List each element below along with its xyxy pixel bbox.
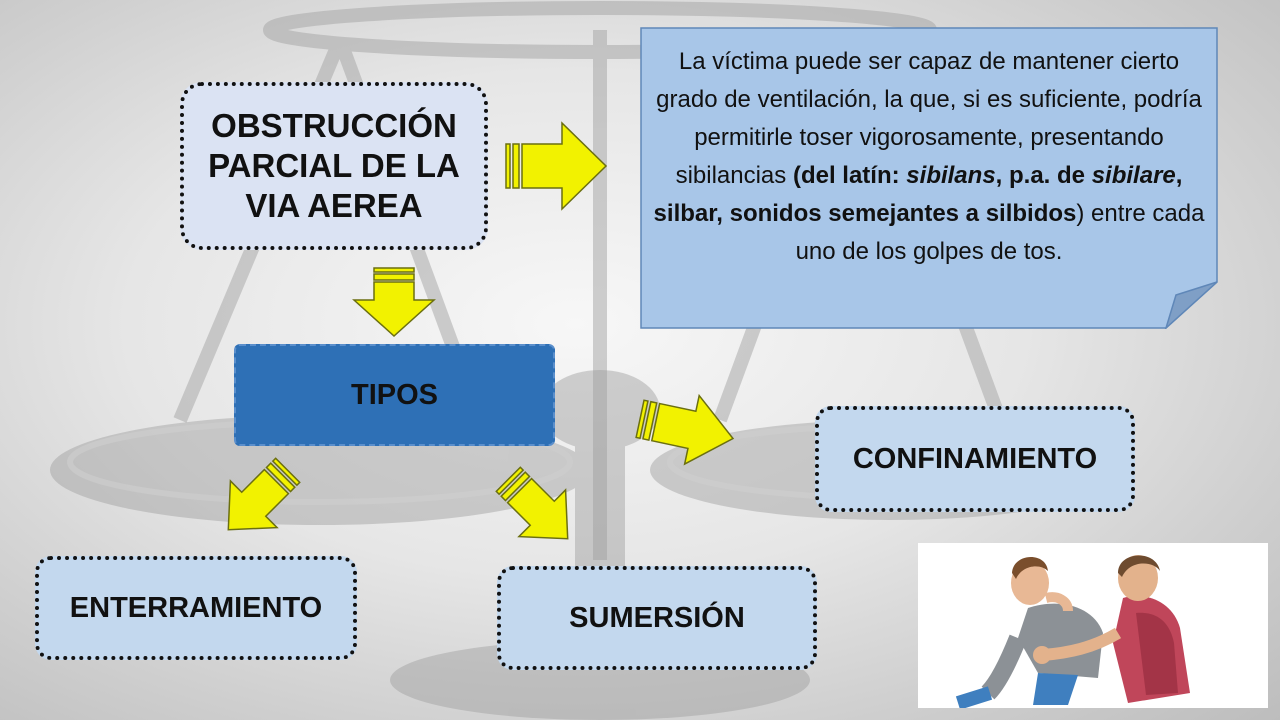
callout-bold-1: (del latín: <box>792 161 907 189</box>
callout-box: La víctima puede ser capaz de mantener c… <box>640 27 1218 329</box>
callout-text-2: ) entre cada uno de los golpes de tos. <box>795 199 1205 265</box>
callout-text-1: La víctima puede ser capaz de mantener c… <box>656 48 1202 189</box>
block-arrow-icon <box>635 393 735 466</box>
callout-bold-italic-2: sibilare <box>1091 161 1176 189</box>
tipos-box: TIPOS <box>234 344 555 446</box>
title-line-1: OBSTRUCCIÓN <box>211 106 457 144</box>
confinamiento-label: CONFINAMIENTO <box>852 442 1098 475</box>
callout-bold-2: , p.a. de <box>995 161 1092 189</box>
sumersion-box: SUMERSIÓN <box>497 566 817 670</box>
sumersion-label: SUMERSIÓN <box>569 601 745 634</box>
callout-text: La víctima puede ser capaz de mantener c… <box>646 43 1212 270</box>
block-arrow-icon <box>495 466 569 540</box>
illustration-drawing <box>955 555 1190 710</box>
block-arrow-icon <box>505 121 608 211</box>
title-box: OBSTRUCCIÓN PARCIAL DE LA VIA AEREA <box>180 82 488 250</box>
callout-bold-3: , silbar, sonidos semejantes a silbidos <box>653 161 1183 227</box>
callout-bold-italic-1: sibilans <box>906 161 996 189</box>
block-arrow-icon <box>227 457 301 531</box>
callout-shape <box>640 27 1218 329</box>
title-line-2: PARCIAL DE LA <box>208 146 460 184</box>
block-arrow-icon <box>352 267 436 338</box>
enterramiento-box: ENTERRAMIENTO <box>35 556 357 660</box>
title-text: OBSTRUCCIÓN PARCIAL DE LA VIA AEREA <box>208 106 460 227</box>
confinamiento-box: CONFINAMIENTO <box>815 406 1135 512</box>
title-line-3: VIA AEREA <box>245 187 423 225</box>
tipos-label: TIPOS <box>350 378 438 411</box>
heimlich-illustration <box>918 543 1268 710</box>
enterramiento-label: ENTERRAMIENTO <box>69 591 323 624</box>
